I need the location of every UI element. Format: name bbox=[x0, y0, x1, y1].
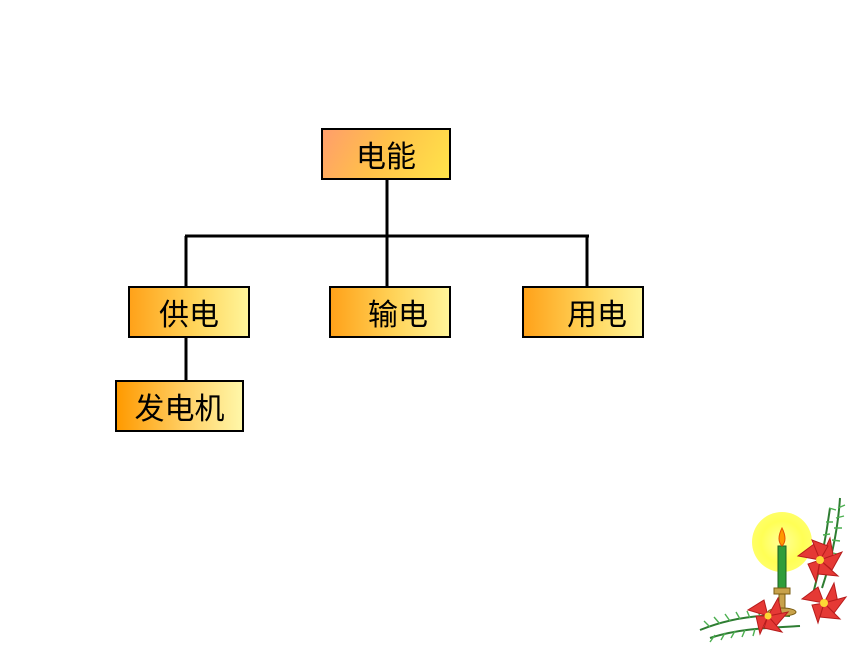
candle-poinsettia-icon bbox=[699, 497, 848, 643]
node-label: 供电 bbox=[159, 298, 219, 333]
node-electric-energy: 电能 bbox=[321, 128, 451, 180]
node-power-supply: 供电 bbox=[128, 286, 250, 338]
node-power-transmission: 输电 bbox=[329, 286, 451, 338]
node-label: 用电 bbox=[567, 298, 627, 333]
node-label: 发电机 bbox=[134, 392, 225, 427]
node-label: 输电 bbox=[368, 298, 428, 333]
node-generator: 发电机 bbox=[115, 380, 244, 432]
node-power-consumption: 用电 bbox=[522, 286, 644, 338]
node-label: 电能 bbox=[356, 140, 416, 175]
